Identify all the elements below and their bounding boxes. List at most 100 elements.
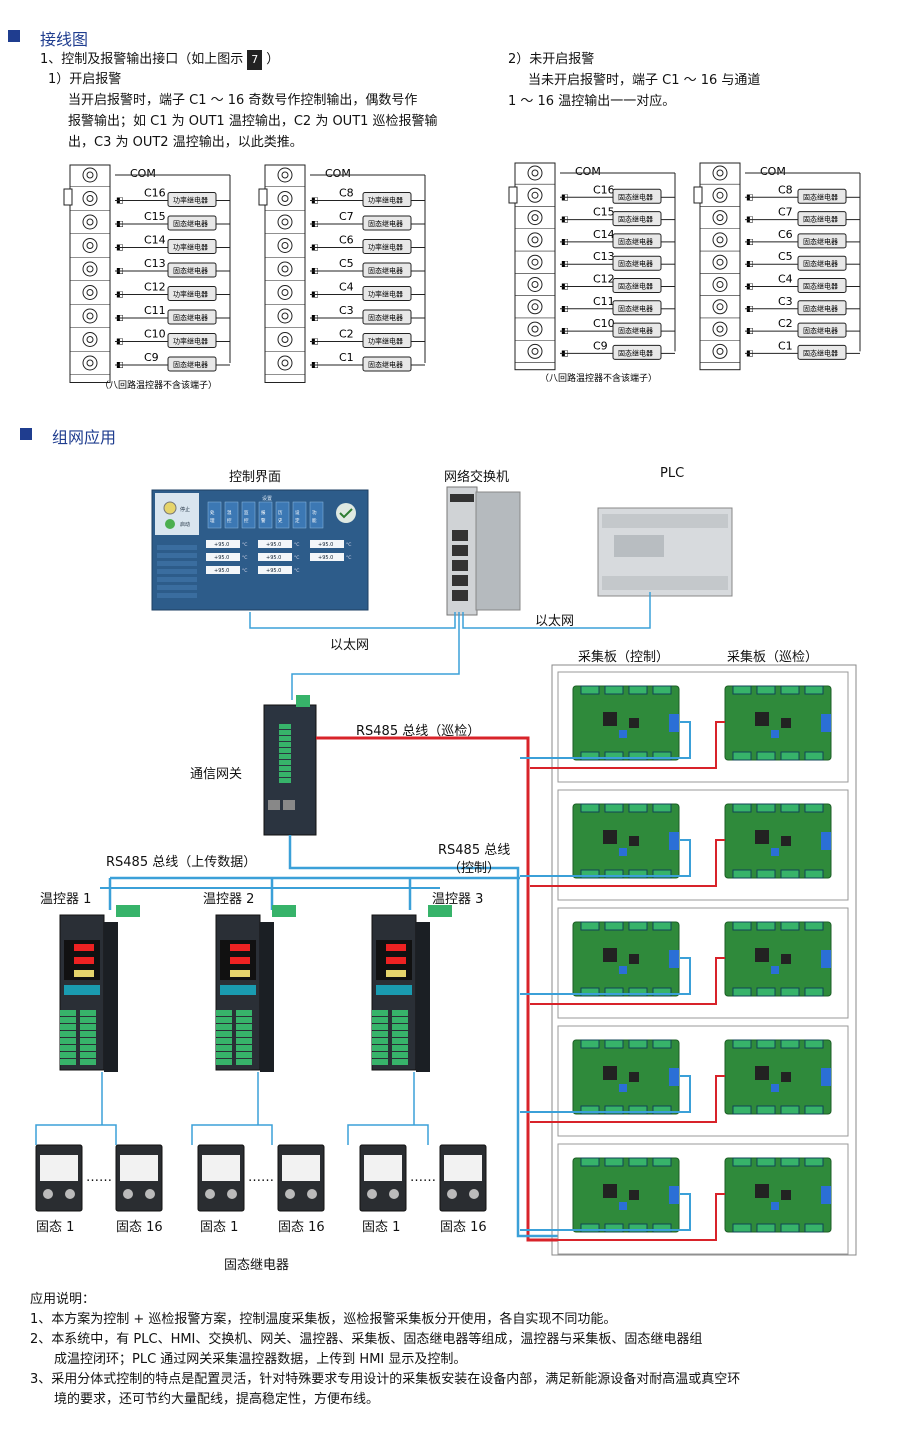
pcb-chip xyxy=(603,830,617,844)
relay-box xyxy=(612,233,662,249)
hmi-nav-button xyxy=(275,501,290,529)
terminal-block: COM◧◧◧◧◧◧◧◧C8固态继电器C7固态继电器C6固态继电器C5固态继电器C… xyxy=(693,162,861,371)
hmi-unit: °C xyxy=(346,555,351,561)
terminal-screw-inner xyxy=(531,169,539,177)
relay-box xyxy=(167,286,217,301)
terminal-latch xyxy=(508,186,518,204)
gateway-terminal xyxy=(279,748,291,753)
pcb-connector xyxy=(580,1105,600,1115)
pcb-connector xyxy=(780,921,800,931)
terminal-label: C13 xyxy=(144,257,166,270)
display-digit xyxy=(230,970,250,977)
controller-terminal xyxy=(392,1024,408,1030)
label-rs485-patrol: RS485 总线（巡检） xyxy=(356,724,481,739)
alarm-on-line3: 出，C3 为 OUT2 温控输出，以此类推。 xyxy=(68,135,303,150)
wiring-item1-text: 1、控制及报警输出接口（如上图示 xyxy=(40,52,244,67)
controller-terminal xyxy=(216,1031,232,1037)
rs485-upload-bus xyxy=(108,876,520,910)
hmi-value: +95.0 xyxy=(266,568,281,574)
terminal-screw-inner xyxy=(281,289,289,296)
note-right: （八回路温控器不含该端子） xyxy=(540,372,657,384)
controller-terminal xyxy=(392,1045,408,1051)
plc-bottom-terminals xyxy=(602,576,728,590)
notes-heading: 应用说明： xyxy=(30,1292,96,1307)
terminal-label: C11 xyxy=(593,295,615,308)
hmi-value: +95.0 xyxy=(266,555,281,561)
hmi-list-item xyxy=(157,577,197,582)
terminal-screw-inner xyxy=(716,325,724,333)
board-control xyxy=(572,1039,680,1115)
terminal-screw-inner xyxy=(531,258,539,266)
solid-state-relay xyxy=(277,1144,325,1212)
ssr-label-plate xyxy=(364,1155,402,1181)
pcb-connector xyxy=(780,1157,800,1167)
gateway-terminal xyxy=(279,754,291,759)
pcb-connector xyxy=(756,751,776,761)
pcb-chip xyxy=(629,1190,639,1200)
relay-box xyxy=(362,215,412,231)
gateway-terminal xyxy=(279,742,291,747)
relay-label: 功率继电器 xyxy=(173,243,208,252)
label-rs485-control-1: RS485 总线 xyxy=(438,843,511,858)
pcb-pot xyxy=(771,848,779,856)
controller-terminal xyxy=(236,1038,252,1044)
ssr-screw xyxy=(205,1189,215,1199)
relay-label: 固态继电器 xyxy=(618,282,653,291)
label-ss16-a: 固态 16 xyxy=(116,1220,163,1235)
controller-terminal xyxy=(372,1031,388,1037)
relay-box xyxy=(612,255,662,271)
controller-terminal xyxy=(216,1038,232,1044)
pcb-pot xyxy=(771,730,779,738)
board-patrol xyxy=(724,803,832,879)
terminal-mark: ◧ xyxy=(561,237,569,246)
gateway-device xyxy=(263,695,317,836)
relay-label: 固态继电器 xyxy=(618,348,653,357)
pcb-connector xyxy=(756,921,776,931)
pcb-connector xyxy=(804,1157,824,1167)
terminal-label: C9 xyxy=(144,351,159,364)
terminal-screw-inner xyxy=(281,171,289,179)
com-label: COM xyxy=(325,167,351,180)
terminal-label: C8 xyxy=(339,187,354,200)
label-plc: PLC xyxy=(660,466,685,481)
controller-terminal xyxy=(392,1052,408,1058)
terminal-screw-inner xyxy=(86,171,94,179)
hmi-value-box xyxy=(206,553,240,561)
plc-top-terminals xyxy=(602,514,728,528)
pcb-connector xyxy=(580,685,600,695)
pcb-side-connector xyxy=(669,714,679,732)
pcb-board xyxy=(572,803,680,879)
display-digit xyxy=(230,957,250,964)
pcb-connector xyxy=(652,987,672,997)
label-dots-c: …… xyxy=(410,1170,436,1185)
hmi-nav-label: 控 xyxy=(244,517,249,524)
pcb-chip xyxy=(629,1072,639,1082)
ssr-screw xyxy=(227,1189,237,1199)
ssr-screw xyxy=(123,1189,133,1199)
pcb-connector xyxy=(756,1105,776,1115)
pcb-connector xyxy=(732,803,752,813)
pcb-pot xyxy=(771,1202,779,1210)
note-3b: 境的要求，还可节约大量配线，提高稳定性，方便布线。 xyxy=(54,1392,380,1407)
terminal-screw-inner xyxy=(86,242,94,249)
pcb-connector xyxy=(780,803,800,813)
controller-terminal xyxy=(372,1024,388,1030)
note-left: （八回路温控器不含该端子） xyxy=(100,379,217,391)
solid-state-relay xyxy=(439,1144,487,1212)
label-ss1-b: 固态 1 xyxy=(200,1220,239,1235)
hmi-unit: °C xyxy=(346,542,351,548)
relay-label: 固态继电器 xyxy=(618,326,653,335)
hmi-unit: °C xyxy=(294,568,299,574)
terminal-label: C15 xyxy=(144,210,166,223)
pcb-connector xyxy=(756,803,776,813)
terminal-screw-inner xyxy=(716,214,724,222)
controller-terminal xyxy=(236,1010,252,1016)
pcb-connector xyxy=(604,1039,624,1049)
label-ss1-a: 固态 1 xyxy=(36,1220,75,1235)
pcb-connector xyxy=(628,685,648,695)
pcb-pot xyxy=(619,730,627,738)
terminal-screw-inner xyxy=(86,289,94,296)
relay-feed-line xyxy=(35,1072,117,1145)
ssr-screw xyxy=(285,1189,295,1199)
hmi-value-box xyxy=(206,566,240,574)
